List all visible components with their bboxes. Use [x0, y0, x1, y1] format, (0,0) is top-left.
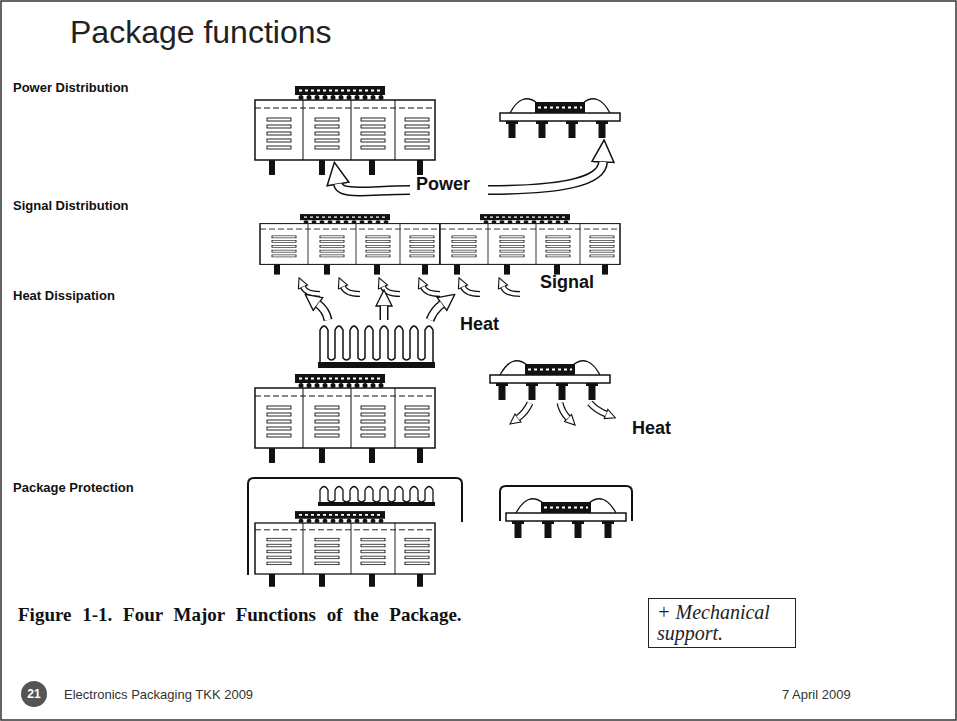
page-number-circle: 21 — [21, 681, 47, 707]
footer-date: 7 April 2009 — [782, 687, 851, 702]
heat-dissipation-figure — [255, 304, 610, 463]
section-label: Heat Dissipation — [13, 288, 115, 303]
package-protection-figure — [248, 478, 632, 587]
signal-distribution-figure — [260, 214, 620, 294]
slide-title: Package functions — [70, 14, 332, 51]
section-label: Power Distribution — [13, 80, 129, 95]
arrow-label: Heat — [460, 314, 499, 335]
arrow-label: Signal — [540, 272, 594, 293]
arrow-label: Power — [416, 174, 470, 195]
node-text: 21 — [27, 687, 40, 701]
node-text: + Mechanical support. — [657, 602, 787, 644]
arrow-label: Heat — [632, 418, 671, 439]
section-label: Signal Distribution — [13, 198, 129, 213]
figure-caption: Figure 1-1. Four Major Functions of the … — [18, 604, 462, 626]
footer-text: Electronics Packaging TKK 2009 — [64, 687, 253, 702]
handwritten-note: + Mechanical support. — [648, 598, 796, 648]
section-label: Package Protection — [13, 480, 134, 495]
